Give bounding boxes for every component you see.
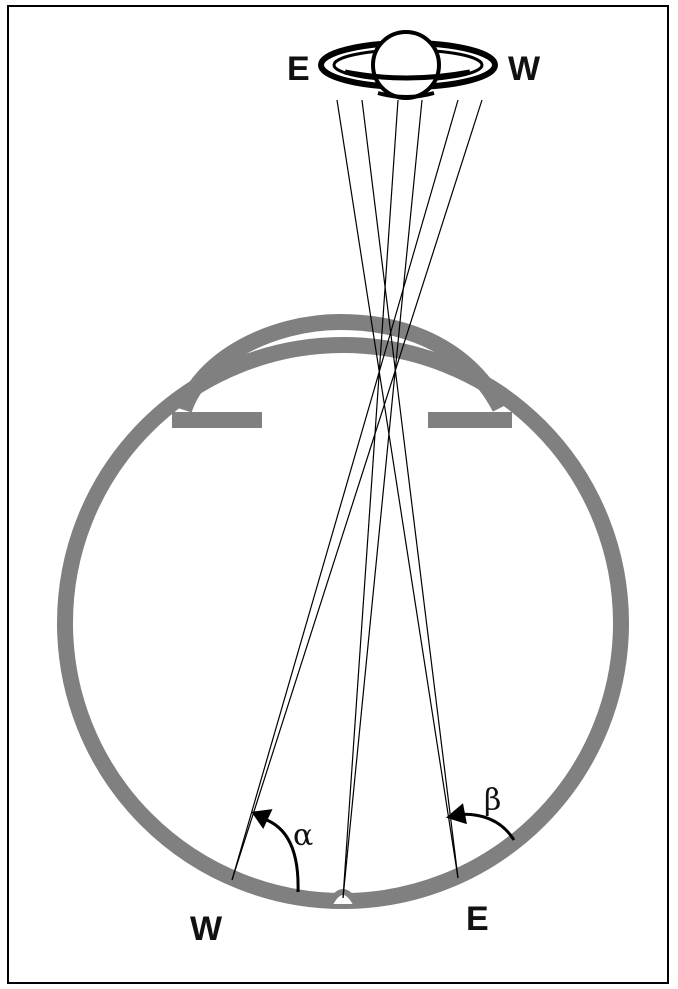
retina-label-left: W (190, 910, 223, 948)
angle-label-beta: β (484, 783, 501, 818)
planet-label-left: E (287, 50, 310, 88)
planet-label-right: W (508, 50, 541, 88)
frame-border (8, 6, 668, 983)
angle-label-alpha: α (293, 818, 313, 853)
retina-label-right: E (466, 900, 489, 938)
